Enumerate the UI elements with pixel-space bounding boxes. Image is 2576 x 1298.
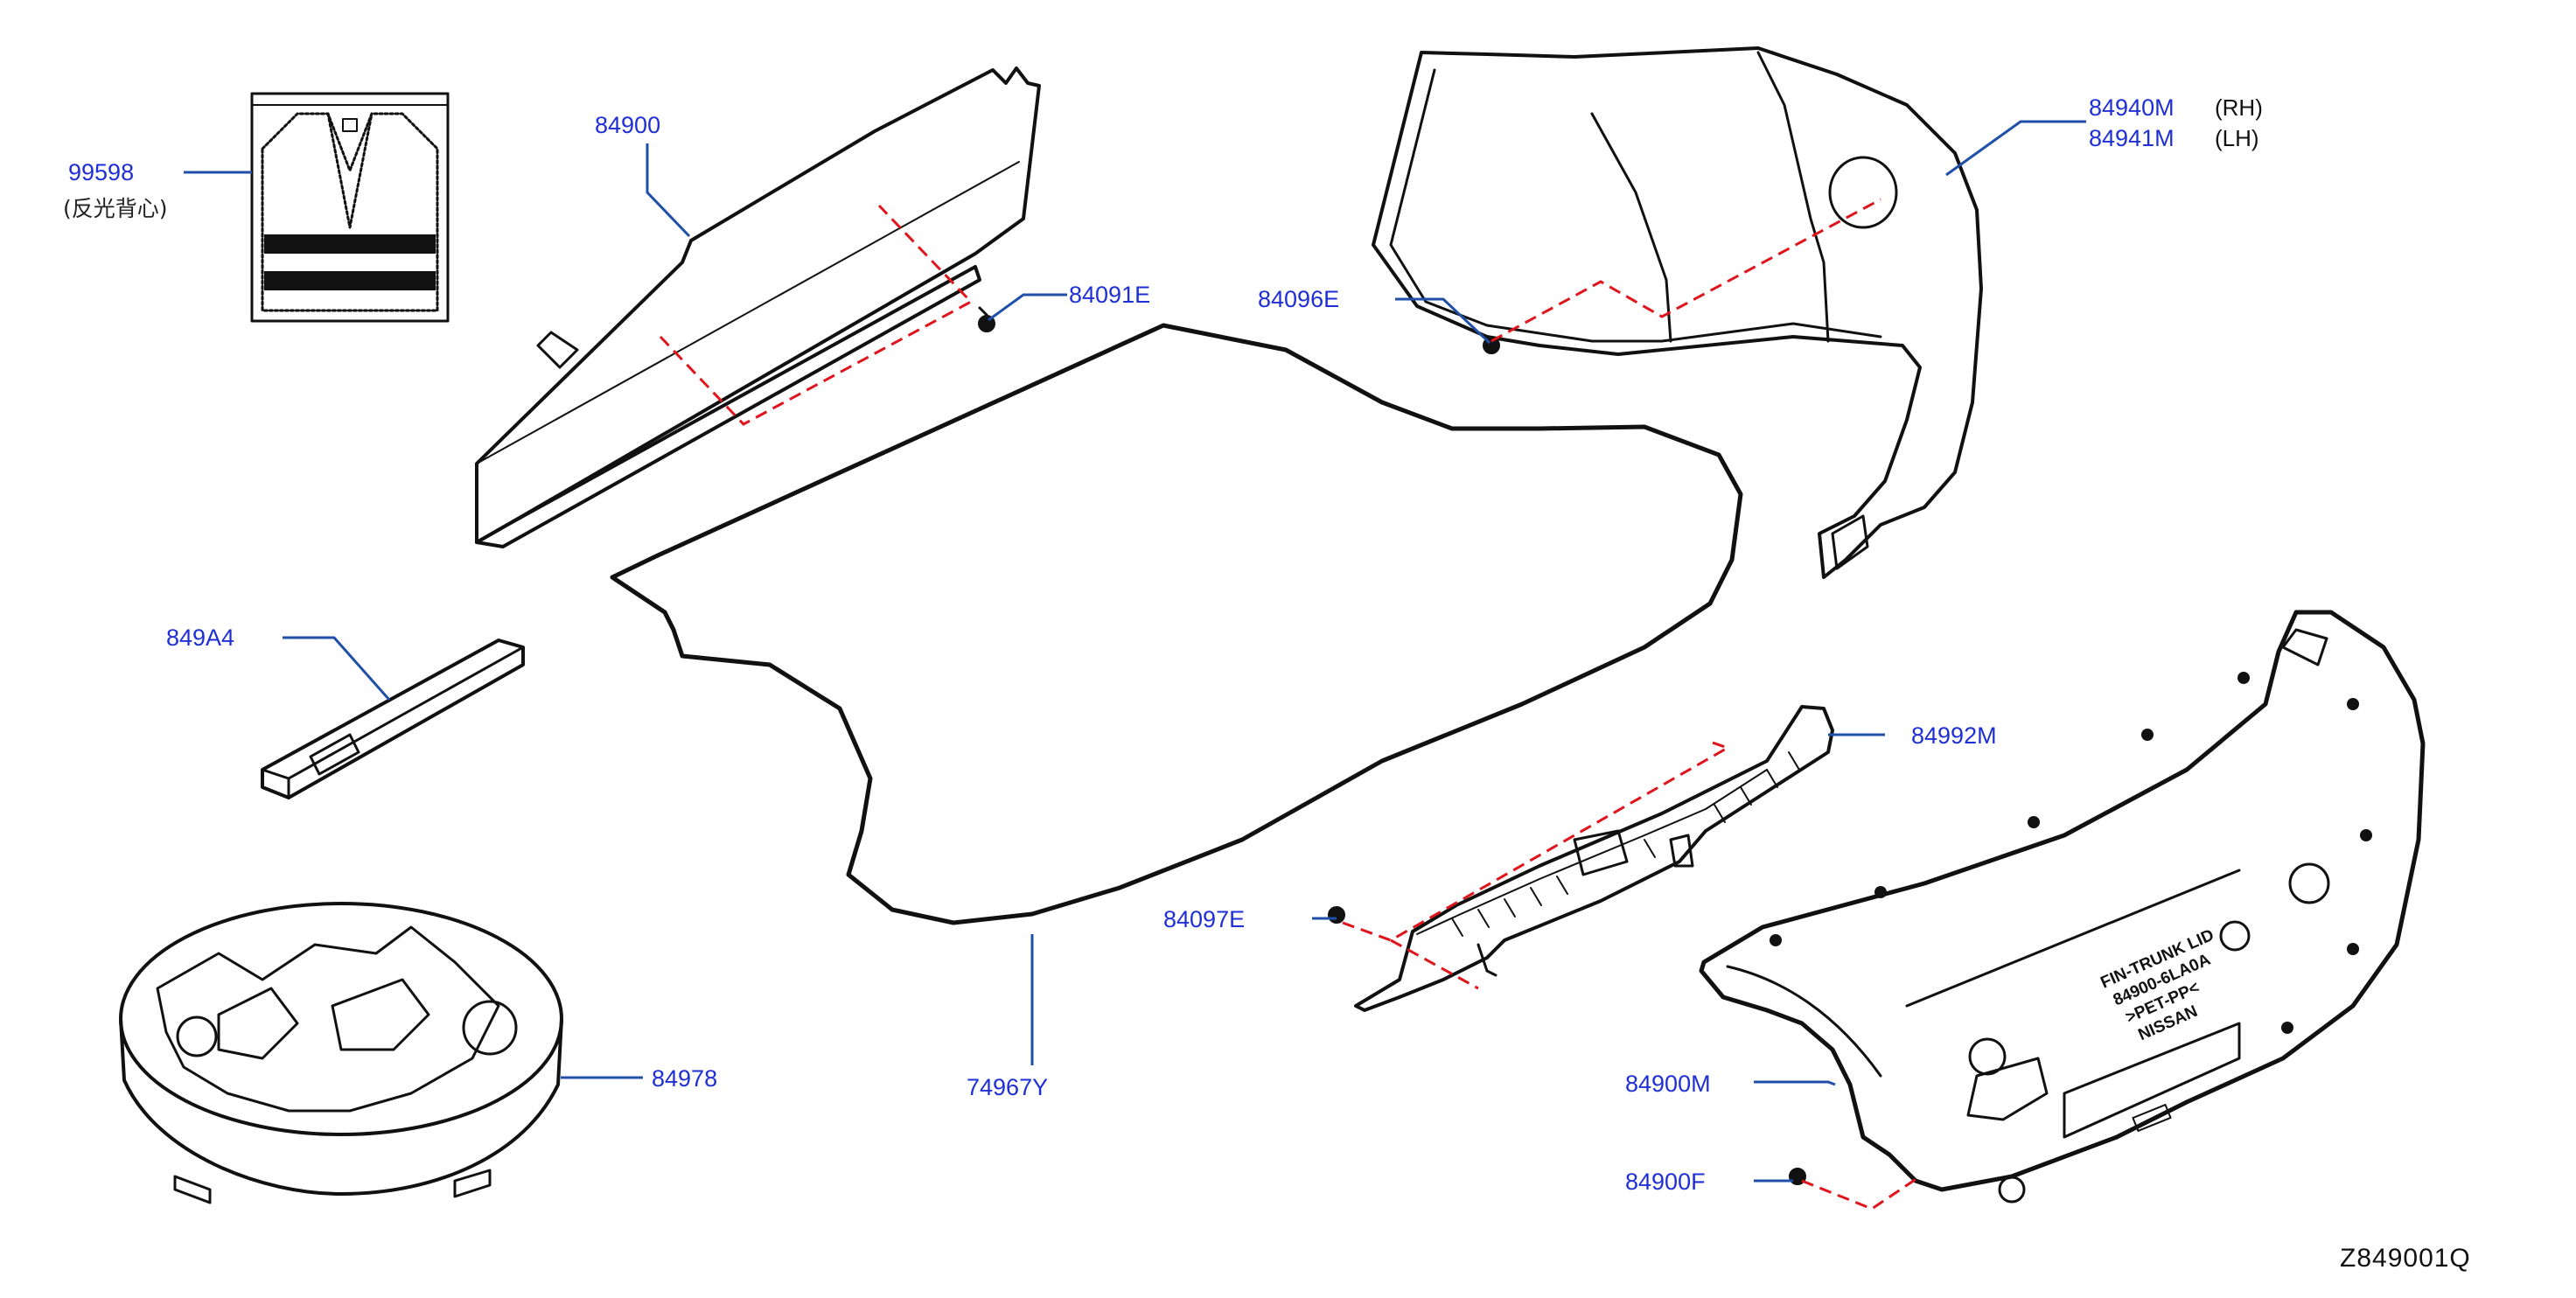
reference-lines <box>659 198 1921 1211</box>
side-trim-illustration <box>1372 46 1983 579</box>
tire-well-box-illustration <box>119 902 563 1204</box>
callout-84992m: 84992M <box>1911 722 1997 749</box>
trunk-mat-illustration <box>610 323 1743 925</box>
clip-84900f-illustration <box>1789 1168 1806 1185</box>
callout-84900m: 84900M <box>1625 1071 1711 1097</box>
callout-84091e: 84091E <box>1069 282 1151 308</box>
callout-99598-note: (反光背心) <box>63 196 168 221</box>
callout-84900f: 84900F <box>1625 1169 1706 1195</box>
callout-99598: 99598 <box>68 159 135 185</box>
clip-84097e-illustration <box>1328 906 1345 924</box>
leader-lines <box>184 120 2086 1183</box>
callout-84096e: 84096E <box>1258 286 1340 312</box>
lid-trim-illustration <box>1699 610 2426 1204</box>
callout-84940m-side: (RH) <box>2215 94 2263 121</box>
parcel-shelf-illustration <box>475 66 1041 548</box>
callout-84900: 84900 <box>595 112 661 138</box>
trim-bar-illustration <box>261 639 525 799</box>
callout-84978: 84978 <box>652 1065 718 1092</box>
callout-74967y: 74967Y <box>967 1074 1049 1100</box>
callout-84940m: 84940M <box>2089 94 2175 121</box>
reflective-vest-illustration <box>250 92 450 323</box>
rear-plate-illustration <box>1354 705 1834 1012</box>
callout-84941m-side: (LH) <box>2215 125 2259 151</box>
drawing-number: Z849001Q <box>2340 1244 2471 1273</box>
callout-849a4: 849A4 <box>166 625 235 651</box>
callout-84941m: 84941M <box>2089 125 2175 151</box>
callout-84097e: 84097E <box>1163 906 1246 932</box>
